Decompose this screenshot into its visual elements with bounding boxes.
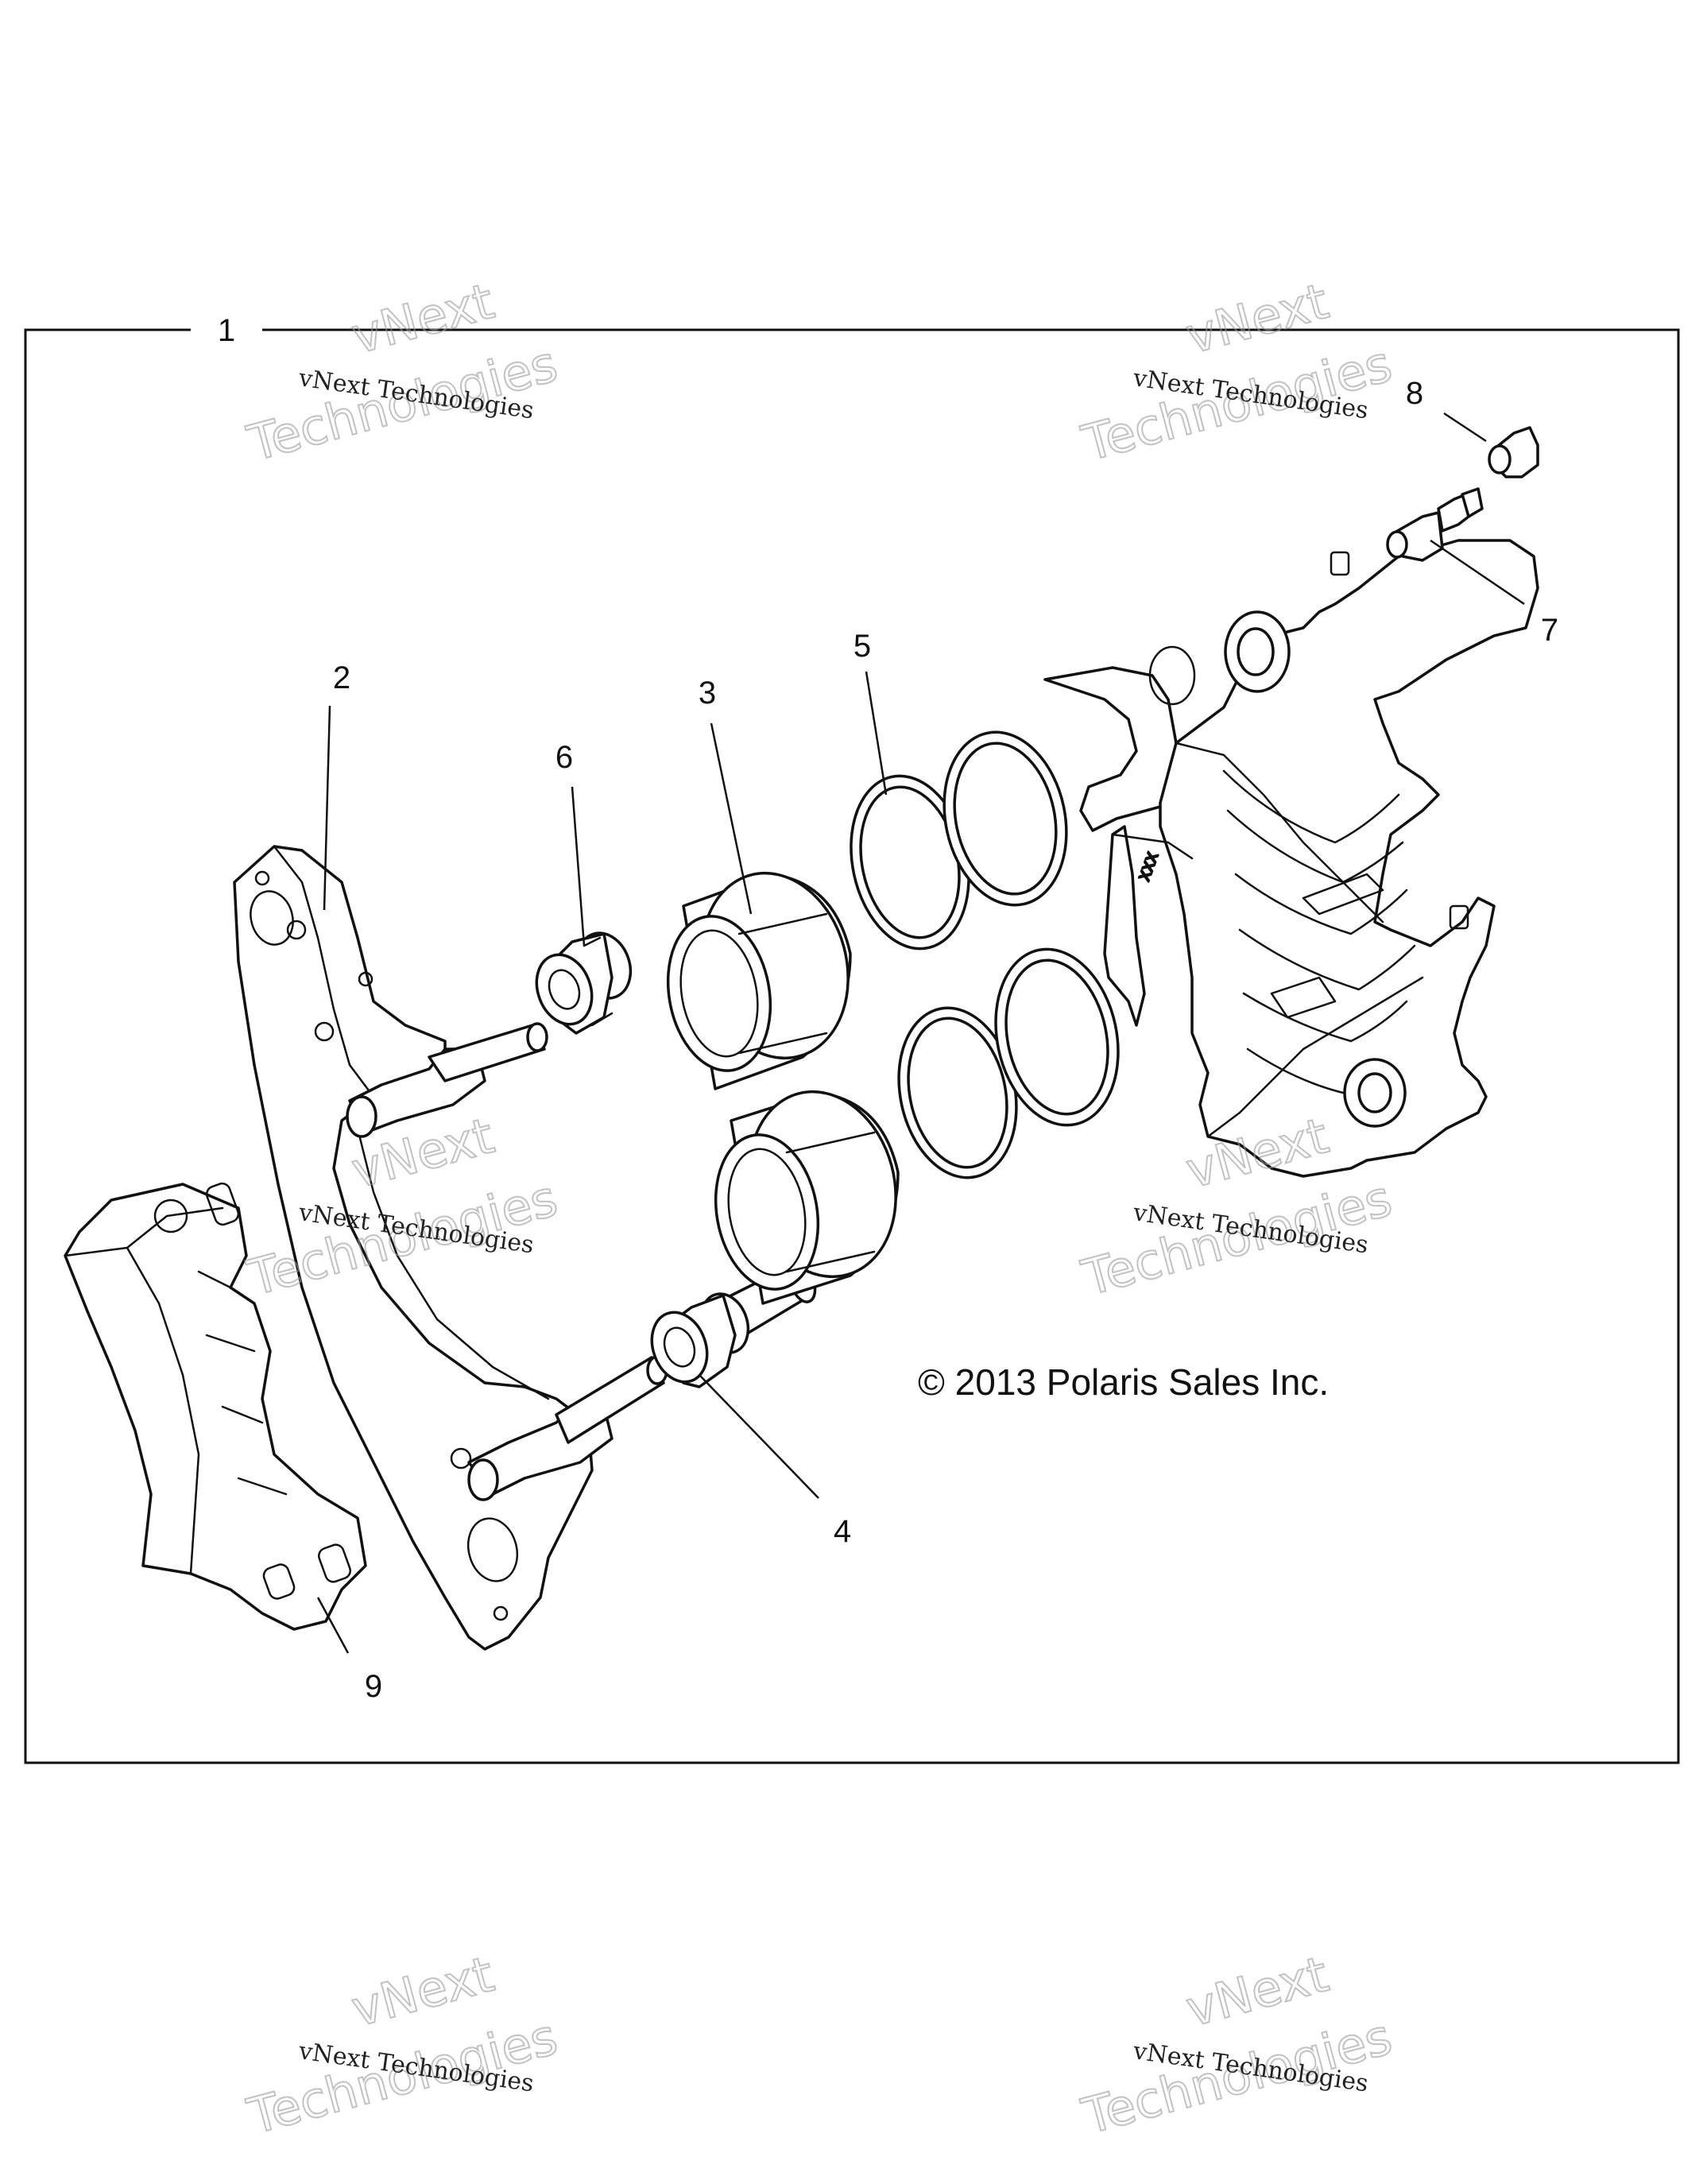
brake-pad <box>64 1182 367 1631</box>
slide-pin-boot-upper <box>535 931 633 1035</box>
svg-text:vNext: vNext <box>1180 1945 1334 2038</box>
svg-text:vNext: vNext <box>1180 272 1334 365</box>
watermark-bottom-right: vNext Technologies vNext Technologies <box>1075 1944 1399 2147</box>
callout-1: 1 <box>218 313 235 348</box>
watermark-top-left: vNext Technologies vNext Technologies <box>241 271 564 474</box>
callout-8: 8 <box>1406 376 1423 411</box>
callout-6: 5 <box>854 629 871 664</box>
callout-4: 4 <box>834 1514 851 1549</box>
svg-text:vNext: vNext <box>346 272 500 365</box>
caliper-piston-lower <box>714 1090 900 1305</box>
caliper-body: XXX <box>1043 539 1539 1178</box>
callout-3: 3 <box>699 676 716 711</box>
copyright-notice: © 2013 Polaris Sales Inc. <box>918 1361 1329 1403</box>
bleeder-cap <box>1488 426 1539 478</box>
callout-5: 6 <box>555 740 573 775</box>
watermark-top-right: vNext Technologies vNext Technologies <box>1075 271 1399 474</box>
caliper-bracket <box>233 845 668 1651</box>
svg-text:vNext: vNext <box>346 1945 500 2038</box>
svg-text:XXX: XXX <box>1136 850 1162 884</box>
bleeder-screw <box>1386 487 1484 562</box>
piston-seal-rings <box>850 730 1120 1179</box>
callout-9: 9 <box>365 1669 382 1704</box>
callout-7: 7 <box>1541 613 1558 648</box>
caliper-piston <box>666 871 852 1090</box>
watermark-bottom-left: vNext Technologies vNext Technologies <box>241 1944 564 2147</box>
assembly-frame <box>24 328 1680 1764</box>
callout-2: 2 <box>333 660 350 695</box>
